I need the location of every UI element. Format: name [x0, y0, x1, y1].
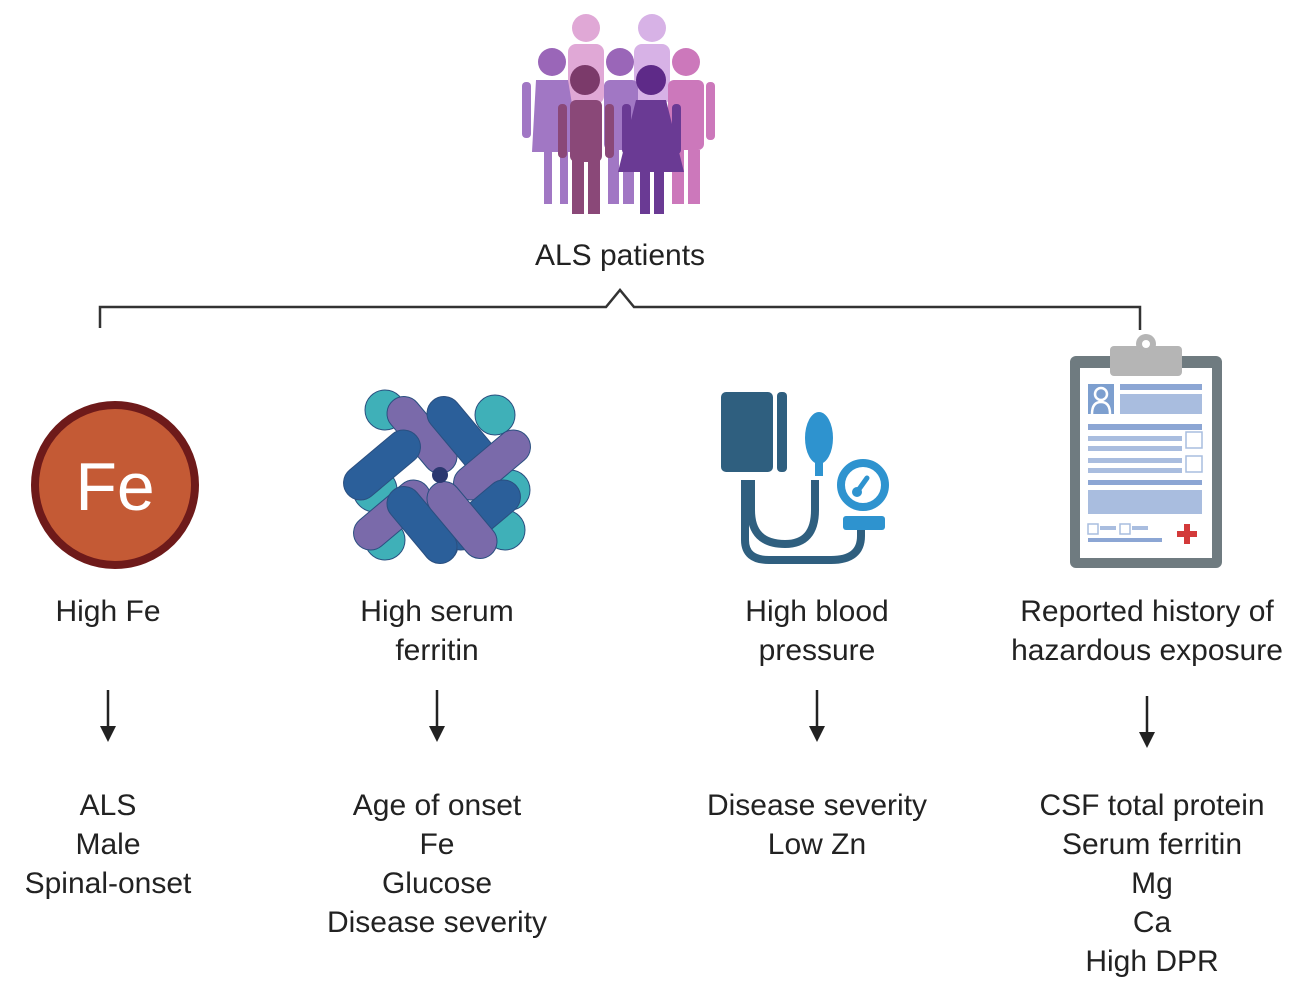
patient-group-icon — [522, 14, 715, 214]
branch-label-hazard: Reported history of hazardous exposure — [1011, 595, 1283, 667]
arrow-down-icon — [100, 690, 116, 742]
arrow-down-icon — [1139, 696, 1155, 748]
branch-label-ferritin: High serum ferritin — [360, 595, 514, 667]
root-label: ALS patients — [534, 239, 706, 272]
outcome-item: Spinal-onset — [24, 867, 192, 900]
branch-connector — [98, 288, 1142, 330]
outcomes-ferritin: Age of onset Fe Glucose Disease severity — [297, 786, 577, 942]
outcome-item: CSF total protein — [1039, 789, 1265, 822]
branch-label-iron: High Fe — [55, 595, 161, 628]
outcome-item: Low Zn — [767, 828, 867, 861]
ferritin-protein-icon — [343, 389, 531, 564]
outcome-item: Disease severity — [706, 789, 928, 822]
outcome-item: High DPR — [1085, 945, 1219, 978]
outcome-item: Male — [75, 828, 141, 861]
outcome-item: ALS — [79, 789, 137, 822]
blood-pressure-monitor-icon — [721, 392, 889, 564]
outcomes-blood-pressure: Disease severity Low Zn — [677, 786, 957, 864]
outcome-item: Ca — [1132, 906, 1172, 939]
arrow-down-icon — [809, 690, 825, 742]
branch-label-blood-pressure: High blood pressure — [745, 595, 889, 667]
outcome-item: Disease severity — [326, 906, 548, 939]
outcomes-hazard: CSF total protein Serum ferritin Mg Ca H… — [1012, 786, 1292, 981]
arrow-down-icon — [429, 690, 445, 742]
medical-clipboard-icon — [1070, 334, 1222, 568]
iron-element-icon: Fe — [31, 401, 199, 569]
outcome-item: Glucose — [381, 867, 493, 900]
iron-symbol: Fe — [75, 449, 154, 525]
outcome-item: Age of onset — [352, 789, 522, 822]
outcome-item: Fe — [419, 828, 455, 861]
outcomes-iron: ALS Male Spinal-onset — [0, 786, 216, 903]
outcome-item: Serum ferritin — [1061, 828, 1243, 861]
outcome-item: Mg — [1131, 867, 1173, 900]
